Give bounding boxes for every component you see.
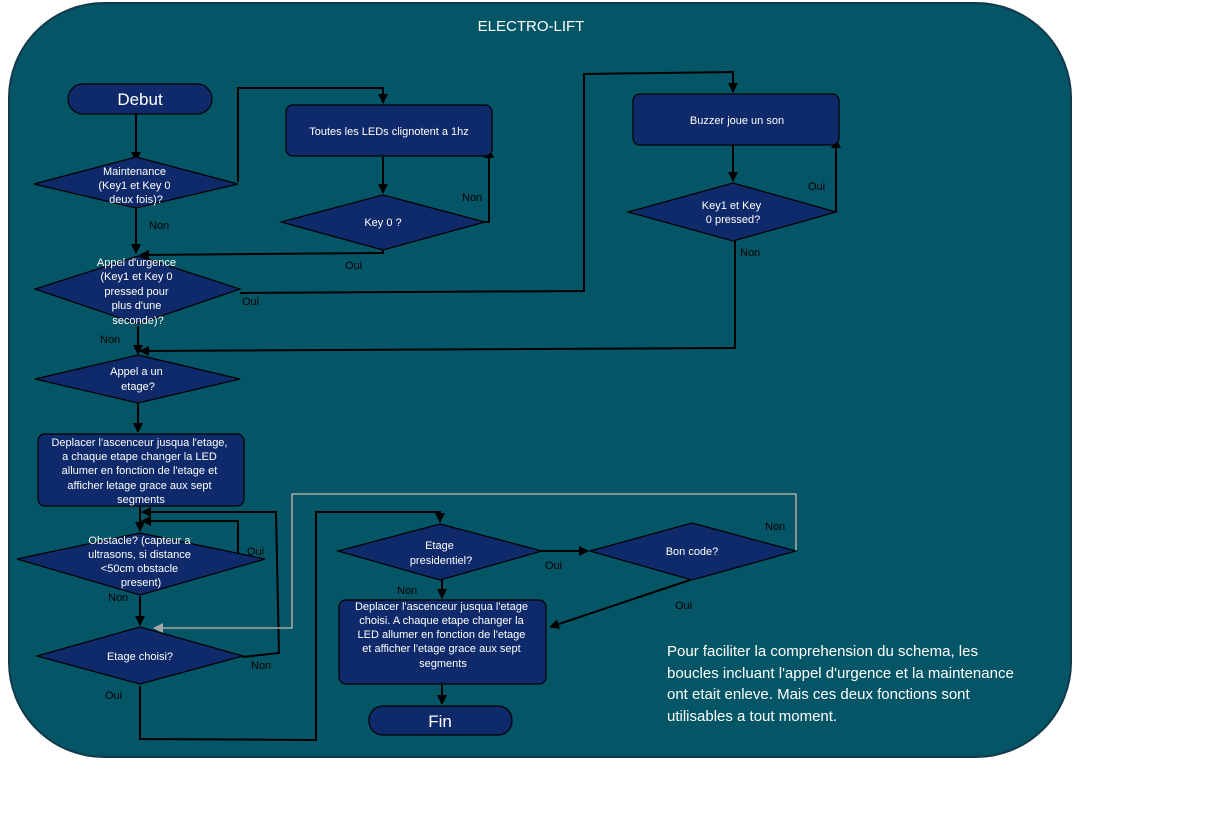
edge-floorchosen-yes	[139, 511, 445, 742]
svg-text:Appel d'urgence (Key1 et: Appel d'urgence (Key1 et Key 0 pressed p…	[97, 257, 179, 327]
edge-key0-yes	[139, 249, 384, 260]
good-code-decision: Bon code?	[587, 522, 799, 581]
presidential-floor-decision: Etage presidentiel?	[335, 523, 545, 581]
diagram-background	[8, 2, 1072, 758]
key1-key0-decision: Key1 et Key 0 pressed?	[625, 182, 839, 242]
end-terminal: Fin	[368, 705, 513, 736]
start-terminal: Debut	[67, 83, 213, 115]
move-elevator-process: Deplacer l'ascenceur jusqua l'etage, a c…	[37, 433, 245, 507]
svg-text:Deplacer l'ascenceur jusqua l': Deplacer l'ascenceur jusqua l'etage choi…	[355, 601, 531, 670]
edge-maintenance-leds	[237, 87, 388, 182]
label-presidential-yes: Oui	[545, 560, 562, 572]
buzzer-process: Buzzer joue un son	[632, 93, 840, 146]
diagram-title: ELECTRO-LIFT	[478, 18, 585, 35]
edge-goodcode-no	[153, 493, 797, 633]
label-goodcode-no: Non	[765, 521, 785, 533]
svg-text:Key1 et Key 0 pressed?: Key1 et Key 0 pressed?	[702, 200, 764, 226]
label-emergency-no: Non	[100, 334, 120, 346]
edge-floorchosen-no	[141, 507, 281, 658]
svg-text:Key 0 ?: Key 0 ?	[364, 217, 401, 229]
key0-decision: Key 0 ?	[278, 194, 488, 251]
svg-text:Toutes les LEDs clignotent a 1: Toutes les LEDs clignotent a 1hz	[309, 126, 469, 138]
label-key1key0-no: Non	[740, 247, 760, 259]
edge-emergency-yes	[239, 70, 738, 294]
svg-text:Bon code?: Bon code?	[666, 546, 719, 558]
emergency-decision: Appel d'urgence (Key1 et Key 0 pressed p…	[33, 255, 242, 327]
label-floorchosen-yes: Oui	[105, 690, 122, 702]
edge-goodcode-yes	[549, 579, 691, 629]
edge-obstacle-yes	[141, 516, 239, 555]
svg-text:Etage presidentiel?: Etage presidentiel?	[410, 540, 472, 567]
label-obstacle-yes: Oui	[247, 546, 264, 558]
label-floorchosen-no: Non	[251, 660, 271, 672]
svg-text:Appel a un etage?: Appel a un etage?	[110, 366, 166, 393]
svg-text:Maintenance (Key1 et Key: Maintenance (Key1 et Key 0 deux fois)?	[98, 166, 173, 206]
svg-text:Etage choisi?: Etage choisi?	[107, 651, 173, 663]
label-goodcode-yes: Oui	[675, 600, 692, 612]
floor-call-decision: Appel a un etage?	[34, 354, 241, 404]
svg-text:Buzzer joue un son: Buzzer joue un son	[690, 115, 784, 127]
svg-text:Fin: Fin	[428, 712, 452, 731]
label-maintenance-no: Non	[149, 220, 169, 232]
svg-text:Deplacer l'ascenceur jusqua l': Deplacer l'ascenceur jusqua l'etage, a c…	[51, 437, 230, 506]
explanatory-note: Pour faciliter la comprehension du schem…	[667, 643, 1018, 725]
edge-key1key0-no	[139, 241, 736, 356]
label-key1key0-yes: Oui	[808, 181, 825, 193]
label-obstacle-no: Non	[108, 592, 128, 604]
label-key0-no: Non	[462, 192, 482, 204]
move-to-chosen-floor-process: Deplacer l'ascenceur jusqua l'etage choi…	[338, 599, 547, 685]
label-emergency-yes: Oui	[242, 296, 259, 308]
svg-text:Debut: Debut	[117, 90, 163, 109]
label-key0-yes: Oui	[345, 260, 362, 272]
leds-blink-process: Toutes les LEDs clignotent a 1hz	[285, 104, 493, 157]
obstacle-decision: Obstacle? (capteur a ultrasons, si dista…	[16, 532, 266, 596]
svg-text:Obstacle? (capteur a ult: Obstacle? (capteur a ultrasons, si dista…	[88, 535, 194, 589]
maintenance-decision: Maintenance (Key1 et Key 0 deux fois)?	[33, 156, 239, 209]
floor-chosen-decision: Etage choisi?	[34, 626, 246, 685]
label-presidential-no: Non	[397, 585, 417, 597]
